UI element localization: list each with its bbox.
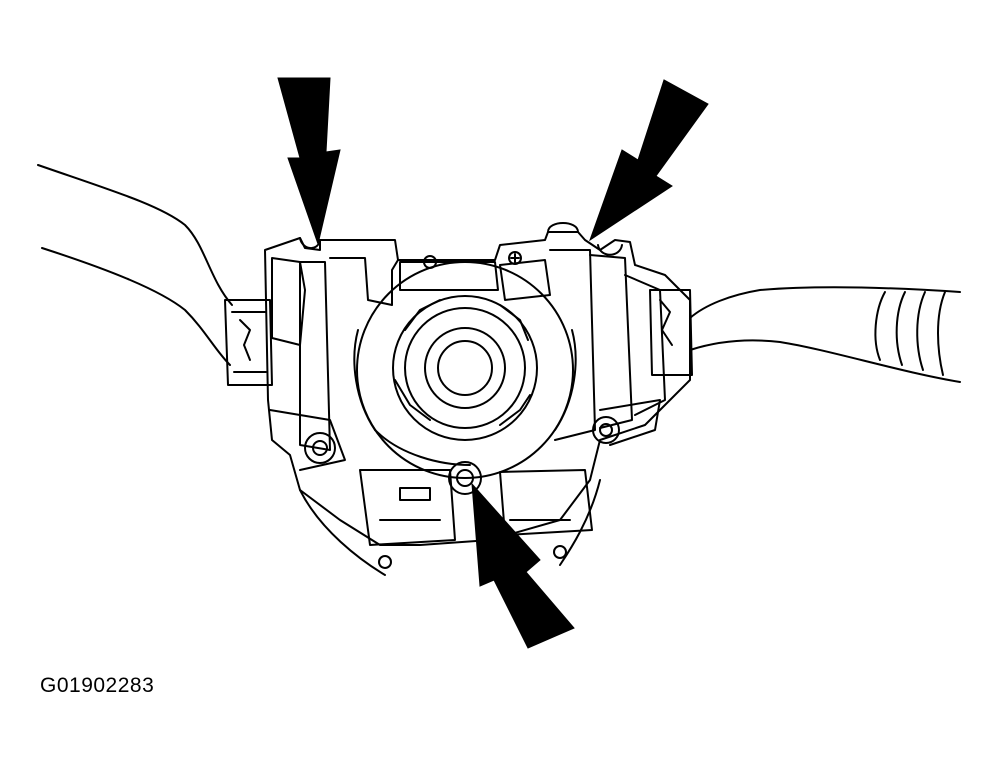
figure-id-label: G01902283: [40, 674, 155, 697]
arrow-left-top-clip: [277, 77, 341, 246]
arrow-bottom-screw: [471, 482, 575, 649]
clock-spring: [353, 261, 577, 479]
arrow-right-top-clip: [589, 79, 709, 242]
lower-connector: [299, 461, 601, 576]
right-switch-lever: [649, 286, 961, 383]
combination-switch-housing: [264, 222, 691, 546]
left-switch-lever: [37, 164, 273, 386]
